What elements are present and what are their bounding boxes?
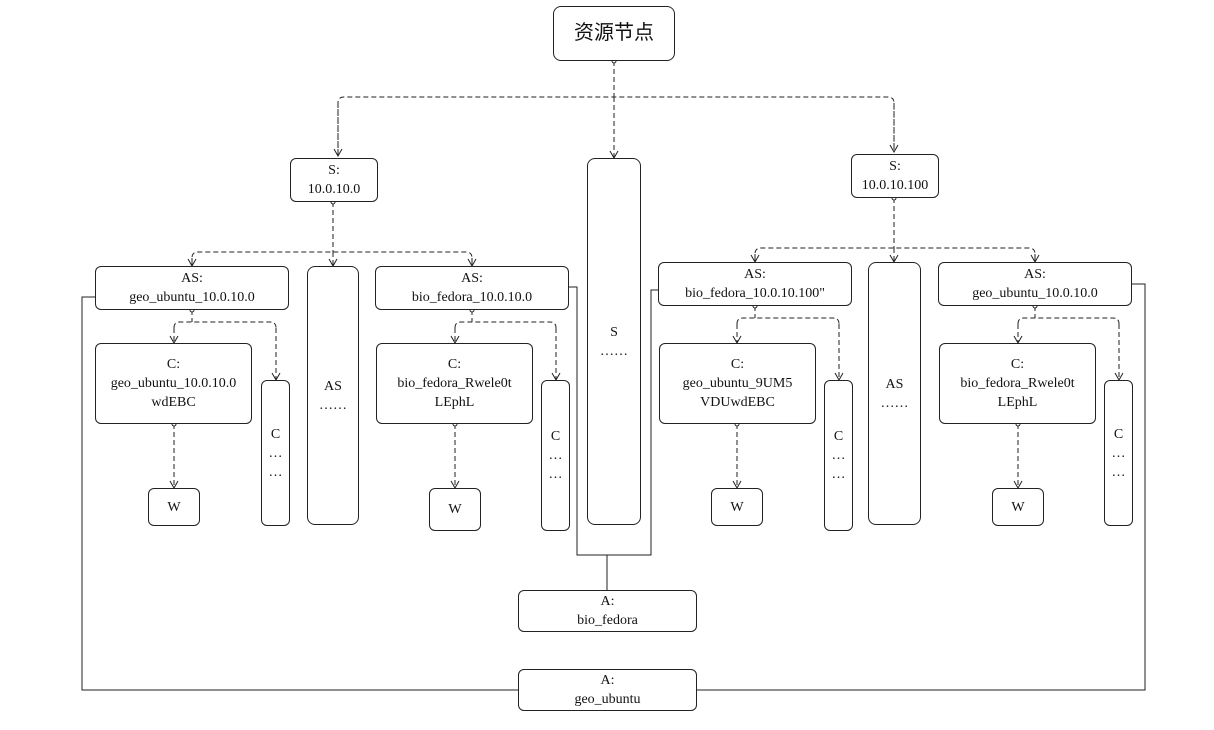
- container-node: C: geo_ubuntu_9UM5 VDUwdEBC: [659, 343, 816, 424]
- app-server-more-node: AS ……: [307, 266, 359, 525]
- server-node: S: 10.0.10.0: [290, 158, 378, 202]
- worker-node: W: [429, 488, 481, 531]
- server-node: S: 10.0.10.100: [851, 154, 939, 198]
- application-node: A: geo_ubuntu: [518, 669, 697, 711]
- resource-root-node: 资源节点: [553, 6, 675, 61]
- app-server-node: AS: geo_ubuntu_10.0.10.0: [938, 262, 1132, 306]
- app-server-more-node: AS ……: [868, 262, 921, 525]
- container-more-node: C … …: [824, 380, 853, 531]
- app-server-node: AS: bio_fedora_10.0.10.0: [375, 266, 569, 310]
- app-server-node: AS: geo_ubuntu_10.0.10.0: [95, 266, 289, 310]
- worker-node: W: [148, 488, 200, 526]
- container-more-node: C … …: [261, 380, 290, 526]
- container-more-node: C … …: [541, 380, 570, 531]
- application-node: A: bio_fedora: [518, 590, 697, 632]
- server-more-node: S ……: [587, 158, 641, 525]
- container-node: C: bio_fedora_Rwele0t LEphL: [376, 343, 533, 424]
- worker-node: W: [711, 488, 763, 526]
- container-node: C: bio_fedora_Rwele0t LEphL: [939, 343, 1096, 424]
- worker-node: W: [992, 488, 1044, 526]
- container-node: C: geo_ubuntu_10.0.10.0 wdEBC: [95, 343, 252, 424]
- container-more-node: C … …: [1104, 380, 1133, 526]
- root-label: 资源节点: [574, 22, 654, 44]
- app-server-node: AS: bio_fedora_10.0.10.100": [658, 262, 852, 306]
